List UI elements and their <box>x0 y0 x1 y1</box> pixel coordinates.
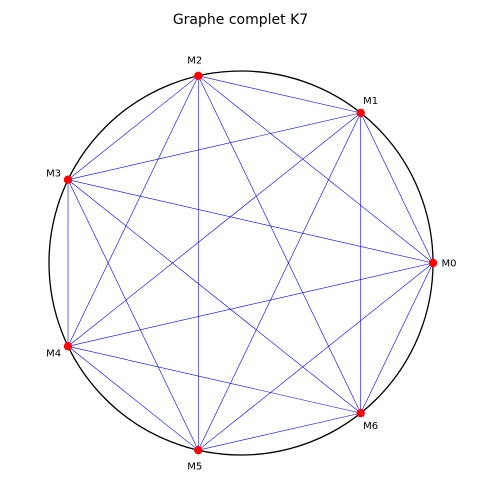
diagram-title: Graphe complet K7 <box>173 12 308 28</box>
edges-layer <box>67 75 434 451</box>
vertex-label-m0: M0 <box>442 259 457 270</box>
outer-circle <box>48 70 434 456</box>
vertex-m3 <box>63 175 73 184</box>
edge-m2-m4 <box>67 75 199 347</box>
edge-m4-m6 <box>67 345 361 414</box>
vertex-m1 <box>356 108 365 118</box>
edge-m3-m6 <box>67 179 361 414</box>
vertex-m0 <box>428 258 438 268</box>
edge-m1-m3 <box>67 112 361 181</box>
edge-m0-m3 <box>67 179 434 264</box>
vertex-label-m3: M3 <box>46 168 61 179</box>
edge-m4-m5 <box>67 346 199 451</box>
vertex-m5 <box>194 445 203 455</box>
edge-m1-m4 <box>67 112 361 347</box>
edge-m3-m5 <box>67 179 199 451</box>
vertex-label-m6: M6 <box>363 421 378 432</box>
vertices-layer <box>63 71 438 455</box>
vertex-m2 <box>194 71 203 81</box>
edge-m0-m1 <box>360 112 434 264</box>
edge-m2-m3 <box>67 75 199 180</box>
vertex-label-m1: M1 <box>363 96 378 107</box>
edge-m1-m5 <box>197 112 361 451</box>
edge-m5-m6 <box>198 412 361 451</box>
vertex-label-m2: M2 <box>187 56 202 67</box>
vertex-m4 <box>63 342 73 351</box>
edge-m0-m4 <box>67 262 434 347</box>
edge-m0-m2 <box>198 75 434 264</box>
vertex-m6 <box>356 408 365 418</box>
edge-m1-m2 <box>198 75 361 114</box>
edge-m2-m6 <box>197 75 361 414</box>
edge-m0-m5 <box>198 262 434 451</box>
vertex-label-m5: M5 <box>187 461 202 472</box>
edge-m0-m6 <box>360 262 434 414</box>
vertex-label-m4: M4 <box>46 349 61 360</box>
